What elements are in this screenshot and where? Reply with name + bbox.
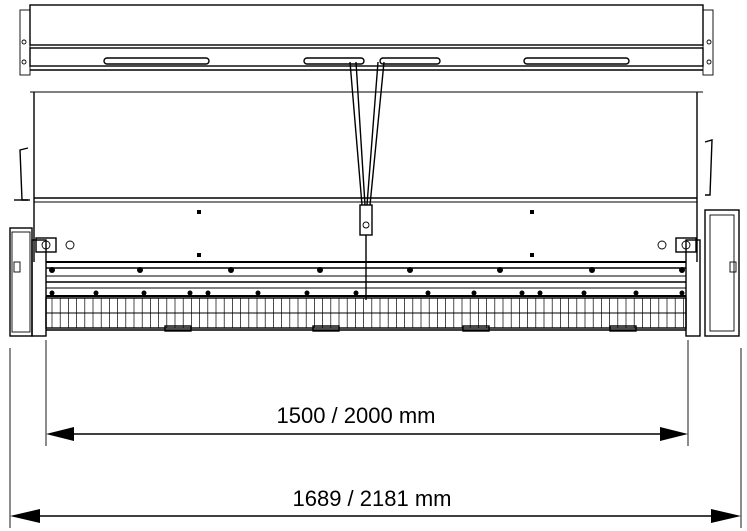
bolt [425, 290, 431, 296]
overall-width-label: 1689 / 2181 mm [293, 486, 452, 511]
roller-ribs [51, 298, 684, 328]
rails [46, 261, 686, 297]
bolt [679, 267, 685, 273]
bolt [304, 290, 310, 296]
bolt [353, 290, 359, 296]
bolt [205, 290, 211, 296]
bolt [519, 290, 525, 296]
side-frames [9, 209, 740, 337]
bolt [137, 267, 143, 273]
lid-slots [103, 57, 630, 65]
hopper-lid [19, 4, 714, 93]
bolt [633, 290, 639, 296]
side-levers [14, 139, 713, 201]
bolt [187, 290, 193, 296]
bolt [581, 290, 587, 296]
inner-width-label: 1500 / 2000 mm [277, 403, 436, 428]
roller [45, 297, 687, 332]
bolt [317, 267, 323, 273]
dimension-overall-width: 1689 / 2181 mm [9, 348, 742, 528]
dimension-inner-width: 1500 / 2000 mm [45, 340, 689, 446]
bolt [255, 290, 261, 296]
bolt [228, 267, 234, 273]
bolt [497, 267, 503, 273]
bolt [141, 290, 147, 296]
bolt [407, 267, 413, 273]
bolt [49, 290, 55, 296]
central-linkage [349, 61, 385, 300]
bolt [93, 290, 99, 296]
bolt [49, 267, 55, 273]
rail-bolts-upper [49, 267, 685, 273]
rail-bolts-lower [49, 290, 685, 296]
bolt [679, 290, 685, 296]
bolt [537, 290, 543, 296]
bolt [471, 290, 477, 296]
bolt [589, 267, 595, 273]
